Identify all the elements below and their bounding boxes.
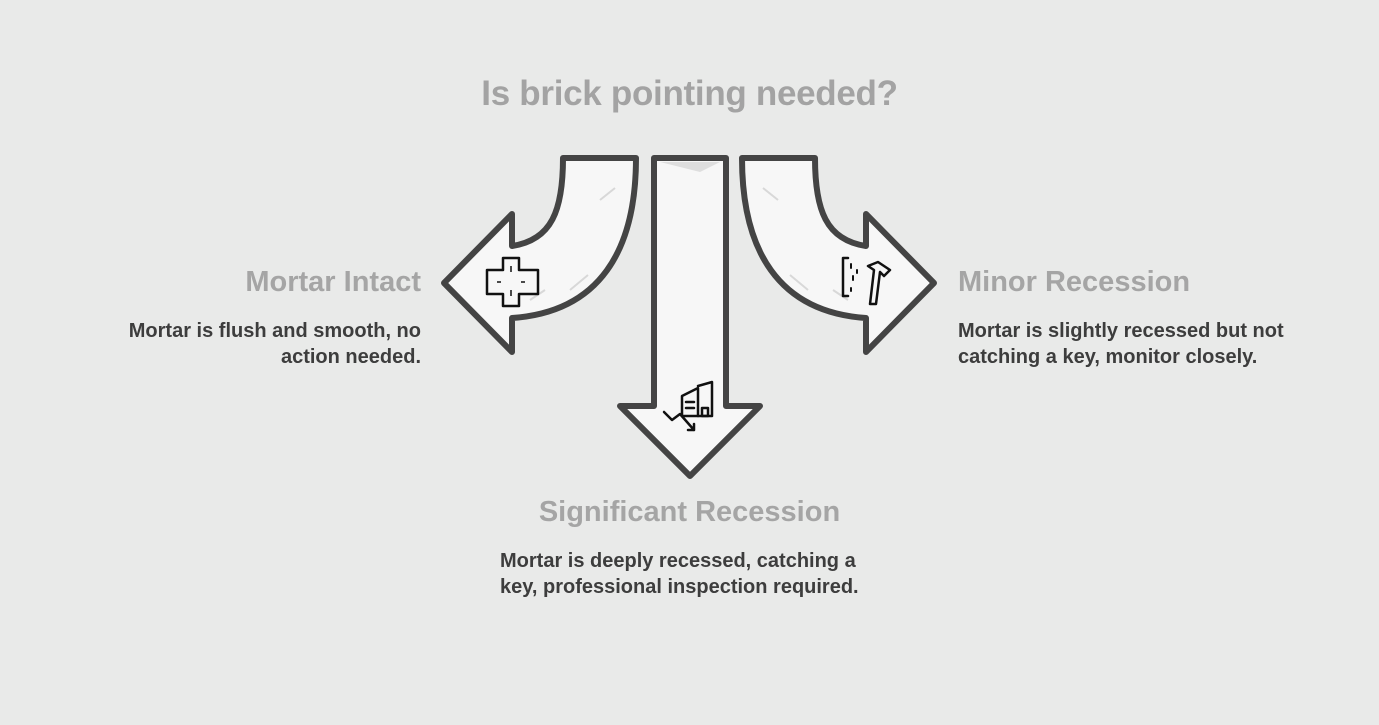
right-arrow (739, 155, 937, 355)
down-arrow (617, 155, 763, 479)
diagram-title: Is brick pointing needed? (481, 74, 898, 113)
building-decline-icon (662, 380, 714, 432)
wall-hammer-icon (841, 256, 892, 306)
medical-cross-icon (485, 256, 540, 308)
left-arrow (441, 155, 639, 355)
option-heading-significant-recession: Significant Recession (538, 496, 841, 528)
option-description-mortar-intact: Mortar is flush and smooth, no action ne… (128, 320, 421, 368)
option-description-significant-recession: Mortar is deeply recessed, catching a ke… (500, 550, 859, 598)
option-heading-minor-recession: Minor Recession (958, 266, 1191, 298)
option-description-minor-recession: Mortar is slightly recessed but not catc… (958, 320, 1284, 368)
option-heading-mortar-intact: Mortar Intact (245, 266, 421, 298)
